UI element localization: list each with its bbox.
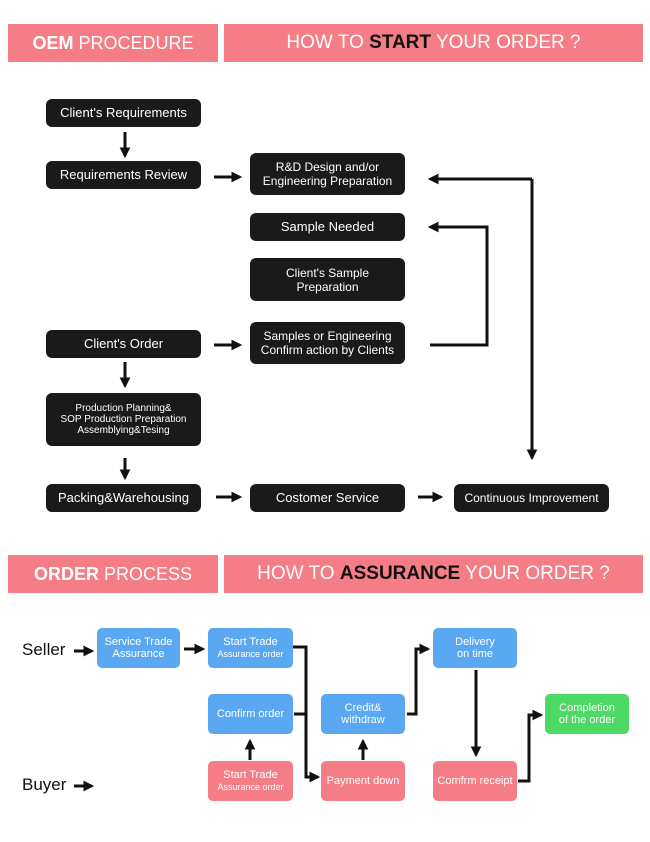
credit-withdraw-box: Credit& withdraw: [321, 694, 405, 734]
production-line3: Assemblying&Tesing: [77, 425, 170, 436]
customer-service-box: Costomer Service: [250, 484, 405, 512]
assurance-order-header-pre: HOW TO: [257, 563, 340, 584]
client-order-label: Client's Order: [83, 336, 164, 351]
completion-line2: of the order: [558, 714, 616, 726]
start-trade-seller-box: Start Trade Assurance order: [208, 628, 293, 668]
order-process-header-rest: PROCESS: [98, 563, 193, 584]
start-trade-buyer-line1: Start Trade: [223, 769, 278, 781]
order-process-header-strong: ORDER: [33, 563, 99, 584]
sample-needed-box: Sample Needed: [250, 213, 405, 241]
oem-procedure-header-rest: PROCEDURE: [73, 32, 194, 53]
samples-confirm-line2: Confirm action by Clients: [260, 343, 395, 357]
buyer-label: Buyer: [22, 775, 67, 794]
samples-confirm-box: Samples or Engineering Confirm action by…: [250, 322, 405, 364]
start-order-header: HOW TO START YOUR ORDER ?: [224, 24, 643, 62]
confirm-receipt-box: Comfrm receipt: [433, 761, 517, 801]
continuous-improvement-label: Continuous Improvement: [464, 491, 599, 505]
assurance-order-header: HOW TO ASSURANCE YOUR ORDER ?: [224, 555, 643, 593]
packing-box: Packing&Warehousing: [46, 484, 201, 512]
completion-line1: Completion: [559, 702, 615, 714]
delivery-line1: Delivery: [455, 636, 495, 648]
payment-down-label: Payment down: [326, 775, 400, 787]
rd-design-box: R&D Design and/or Engineering Preparatio…: [250, 153, 405, 195]
confirm-order-label: Confirm order: [216, 708, 285, 720]
sample-needed-label: Sample Needed: [280, 219, 375, 234]
continuous-improvement-box: Continuous Improvement: [454, 484, 609, 512]
confirm-receipt-label: Comfrm receipt: [437, 775, 513, 787]
samples-confirm-line1: Samples or Engineering: [263, 329, 392, 343]
service-trade-line1: Service Trade: [104, 636, 173, 648]
rd-design-line2: Engineering Preparation: [262, 174, 393, 188]
packing-label: Packing&Warehousing: [57, 490, 190, 505]
client-sample-line1: Client's Sample: [286, 265, 369, 280]
client-requirements-box: Client's Requirements: [46, 99, 201, 127]
start-trade-buyer-line2: Assurance order: [217, 782, 284, 792]
delivery-line2: on time: [456, 648, 494, 660]
customer-service-label: Costomer Service: [275, 490, 380, 505]
confirm-order-box: Confirm order: [208, 694, 293, 734]
client-requirements-label: Client's Requirements: [60, 105, 187, 120]
loop-samples-to-sample-needed: [427, 221, 489, 347]
oem-procedure-header-strong: OEM: [32, 32, 74, 53]
credit-line1: Credit&: [344, 702, 382, 714]
assurance-order-header-strong: ASSURANCE: [339, 563, 461, 584]
client-sample-line2: Preparation: [296, 279, 359, 294]
start-order-header-strong: START: [369, 32, 432, 53]
production-line2: SOP Production Preparation: [60, 414, 187, 425]
seller-label: Seller: [22, 640, 66, 659]
start-trade-seller-line2: Assurance order: [217, 649, 284, 659]
start-trade-seller-line1: Start Trade: [223, 636, 278, 648]
requirements-review-box: Requirements Review: [46, 161, 201, 189]
service-trade-line2: Assurance: [112, 648, 165, 660]
requirements-review-label: Requirements Review: [59, 167, 188, 182]
start-trade-buyer-box: Start Trade Assurance order: [208, 761, 293, 801]
credit-line2: withdraw: [341, 714, 385, 726]
arrow-credit-to-delivery: [407, 643, 431, 716]
order-process-header: ORDER PROCESS: [8, 555, 218, 593]
assurance-order-header-post: YOUR ORDER ?: [460, 563, 610, 584]
production-line1: Production Planning&: [75, 403, 172, 414]
production-box: Production Planning& SOP Production Prep…: [46, 393, 201, 446]
completion-box: Completion of the order: [545, 694, 629, 734]
start-order-header-pre: HOW TO: [286, 32, 370, 53]
client-sample-box: Client's Sample Preparation: [250, 258, 405, 301]
arrow-receipt-to-completion: [518, 709, 544, 783]
arrow-start-to-payment: [293, 645, 321, 783]
rd-design-line1: R&D Design and/or: [275, 160, 380, 174]
delivery-box: Delivery on time: [433, 628, 517, 668]
service-trade-box: Service Trade Assurance: [97, 628, 180, 668]
start-order-header-post: YOUR ORDER ?: [431, 32, 581, 53]
client-order-box: Client's Order: [46, 330, 201, 358]
payment-down-box: Payment down: [321, 761, 405, 801]
oem-procedure-header: OEM PROCEDURE: [8, 24, 218, 62]
